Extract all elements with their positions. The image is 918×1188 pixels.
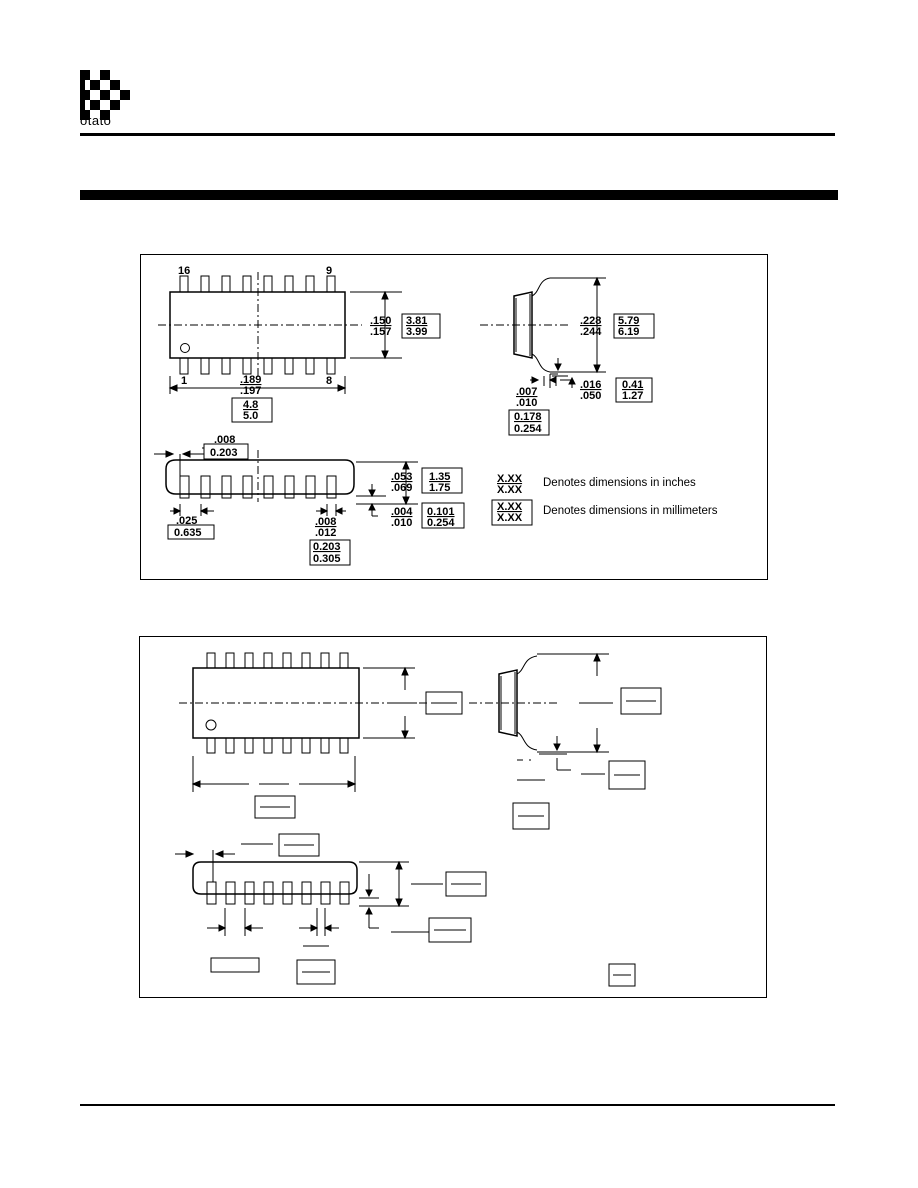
lead-length-in-min: .016 xyxy=(580,379,601,391)
overall-in-max: .244 xyxy=(580,326,602,338)
side-view-body xyxy=(513,291,533,359)
lead-thickness-in-max: .010 xyxy=(516,397,537,409)
lead-width-mm-max: 0.305 xyxy=(313,553,341,565)
width-in-min: .150 xyxy=(370,315,391,327)
blank-top-view-bottom-pins xyxy=(206,737,349,754)
lead-thickness-in-min: .007 xyxy=(516,386,537,398)
length-mm-min: 4.8 xyxy=(243,399,258,411)
pitch-mm: 0.635 xyxy=(174,527,202,539)
overall-mm-max: 6.19 xyxy=(618,326,639,338)
width-in-max: .157 xyxy=(370,326,391,338)
header-thin-rule xyxy=(80,133,835,136)
lead-thickness-mm-max: 0.254 xyxy=(514,423,542,435)
blank-drawing-panel xyxy=(139,636,767,998)
length-in-min: .189 xyxy=(240,374,261,386)
lead-length-mm-min: 0.41 xyxy=(622,379,643,391)
legend-mm-text: Denotes dimensions in millimeters xyxy=(543,505,718,517)
package-drawing-panel xyxy=(140,254,768,580)
pin-label-16: 16 xyxy=(178,265,190,277)
height-in-max: .069 xyxy=(391,482,412,494)
blank-package-drawing xyxy=(175,652,662,987)
standoff-in-min: .004 xyxy=(391,506,413,518)
brand-text: otato xyxy=(80,113,112,128)
legend-inches-symbol-bottom: X.XX xyxy=(497,484,523,496)
blank-end-view-body xyxy=(192,861,358,895)
height-mm-max: 1.75 xyxy=(429,482,450,494)
top-view-top-pins xyxy=(179,275,336,293)
brand-name: otato xyxy=(80,113,111,128)
lead-width-in-max: .012 xyxy=(315,527,336,539)
pitch-in: .025 xyxy=(176,515,197,527)
width-mm-max: 3.99 xyxy=(406,326,427,338)
lead-length-mm-max: 1.27 xyxy=(622,390,643,402)
standoff-mm-max: 0.254 xyxy=(427,517,455,529)
end-view-body xyxy=(165,459,355,495)
blank-top-view-top-pins xyxy=(206,652,349,669)
header-thick-rule xyxy=(80,190,838,200)
package-drawing: 16 9 1 8 .150 .157 3.81 3.99 .189 .197 4… xyxy=(154,265,718,566)
company-logo-icon xyxy=(80,70,130,120)
standoff-mm-min: 0.101 xyxy=(427,506,455,518)
blank-side-view-body xyxy=(498,669,518,737)
end-view-pins xyxy=(179,475,337,499)
footer-rule xyxy=(80,1104,835,1106)
pin-label-8: 8 xyxy=(326,375,332,387)
end-gap-mm: 0.203 xyxy=(210,447,238,459)
height-in-min: .053 xyxy=(391,471,412,483)
width-mm-min: 3.81 xyxy=(406,315,427,327)
length-in-max: .197 xyxy=(240,385,261,397)
blank-pin1-marker xyxy=(205,719,217,731)
pin1-marker xyxy=(180,343,190,353)
lead-width-mm-min: 0.203 xyxy=(313,541,341,553)
overall-mm-min: 5.79 xyxy=(618,315,639,327)
legend-mm-symbol-bottom: X.XX xyxy=(497,512,523,524)
standoff-in-max: .010 xyxy=(391,517,412,529)
lead-length-in-max: .050 xyxy=(580,390,601,402)
height-mm-min: 1.35 xyxy=(429,471,450,483)
overall-in-min: .228 xyxy=(580,315,601,327)
lead-thickness-mm-min: 0.178 xyxy=(514,411,542,423)
top-view-bottom-pins xyxy=(179,357,336,375)
pin-label-1: 1 xyxy=(181,375,187,387)
legend-mm-symbol-top: X.XX xyxy=(497,501,523,513)
legend-inches-symbol-top: X.XX xyxy=(497,473,523,485)
legend-inches-text: Denotes dimensions in inches xyxy=(543,477,696,489)
lead-width-in-min: .008 xyxy=(315,516,336,528)
blank-end-view-pins xyxy=(206,881,350,905)
end-gap-in: .008 xyxy=(214,434,235,446)
length-mm-max: 5.0 xyxy=(243,410,258,422)
pin-label-9: 9 xyxy=(326,265,332,277)
